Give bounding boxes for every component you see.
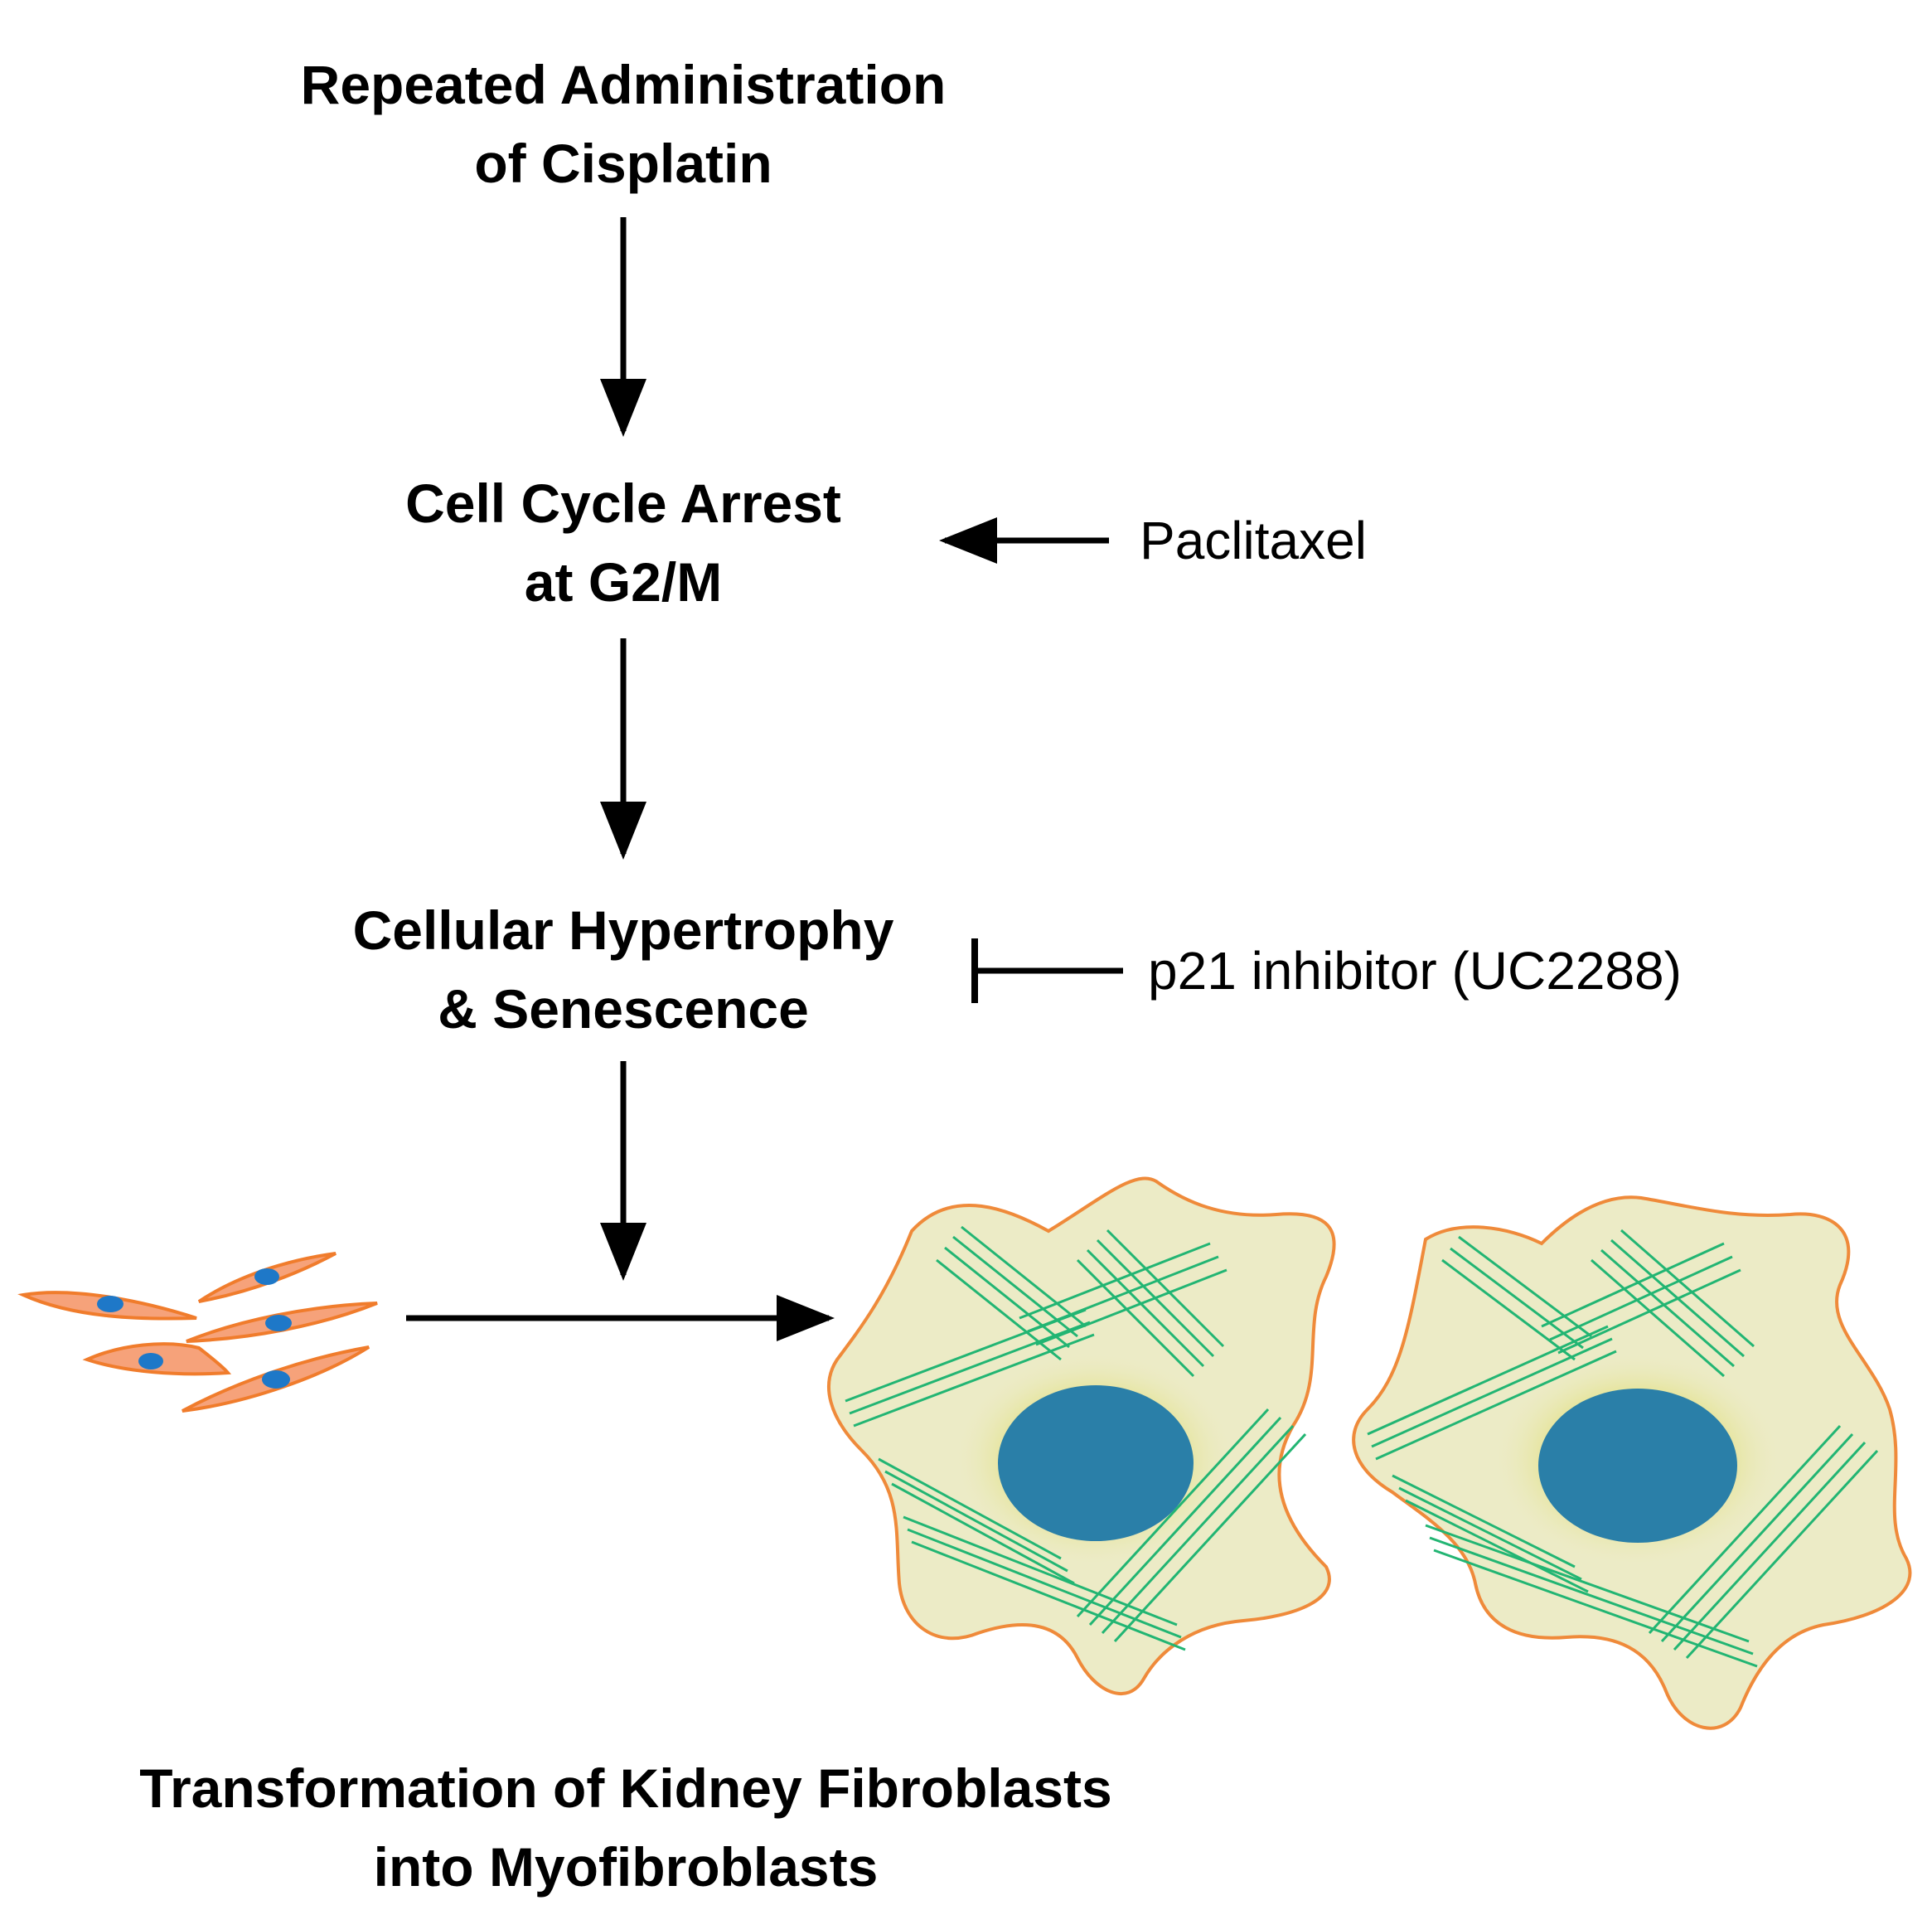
inhibition-bar-p21	[971, 938, 1123, 1003]
myofibroblast-cell-2	[1352, 1195, 1912, 1730]
step-cisplatin-line2: of Cisplatin	[474, 133, 772, 194]
fibroblast-cell	[182, 1345, 370, 1413]
modifier-p21-inhibitor: p21 inhibitor (UC2288)	[1148, 941, 1682, 1001]
step-transformation: Transformation of Kidney Fibroblasts int…	[139, 1749, 1111, 1907]
fibroblast-cell	[197, 1252, 337, 1303]
step-hypertrophy-line1: Cellular Hypertrophy	[352, 899, 894, 961]
step-transformation-line1: Transformation of Kidney Fibroblasts	[139, 1757, 1112, 1819]
modifier-paclitaxel: Paclitaxel	[1140, 511, 1367, 570]
fibroblast-cluster	[17, 1252, 378, 1413]
step-arrest-line2: at G2/M	[524, 551, 723, 613]
step-arrest-line1: Cell Cycle Arrest	[405, 473, 841, 534]
step-cisplatin: Repeated Administration of Cisplatin	[301, 46, 947, 203]
fibroblast-cell	[17, 1291, 197, 1321]
myofibroblast-cell-1	[827, 1176, 1336, 1695]
step-cell-cycle-arrest: Cell Cycle Arrest at G2/M	[405, 464, 841, 622]
step-hypertrophy-senescence: Cellular Hypertrophy & Senescence	[353, 891, 894, 1049]
step-cisplatin-line1: Repeated Administration	[300, 54, 947, 115]
fibroblast-cell	[82, 1342, 232, 1376]
step-transformation-line2: into Myofibroblasts	[373, 1836, 879, 1898]
step-hypertrophy-line2: & Senescence	[438, 978, 809, 1040]
fibroblast-cell	[186, 1302, 378, 1343]
